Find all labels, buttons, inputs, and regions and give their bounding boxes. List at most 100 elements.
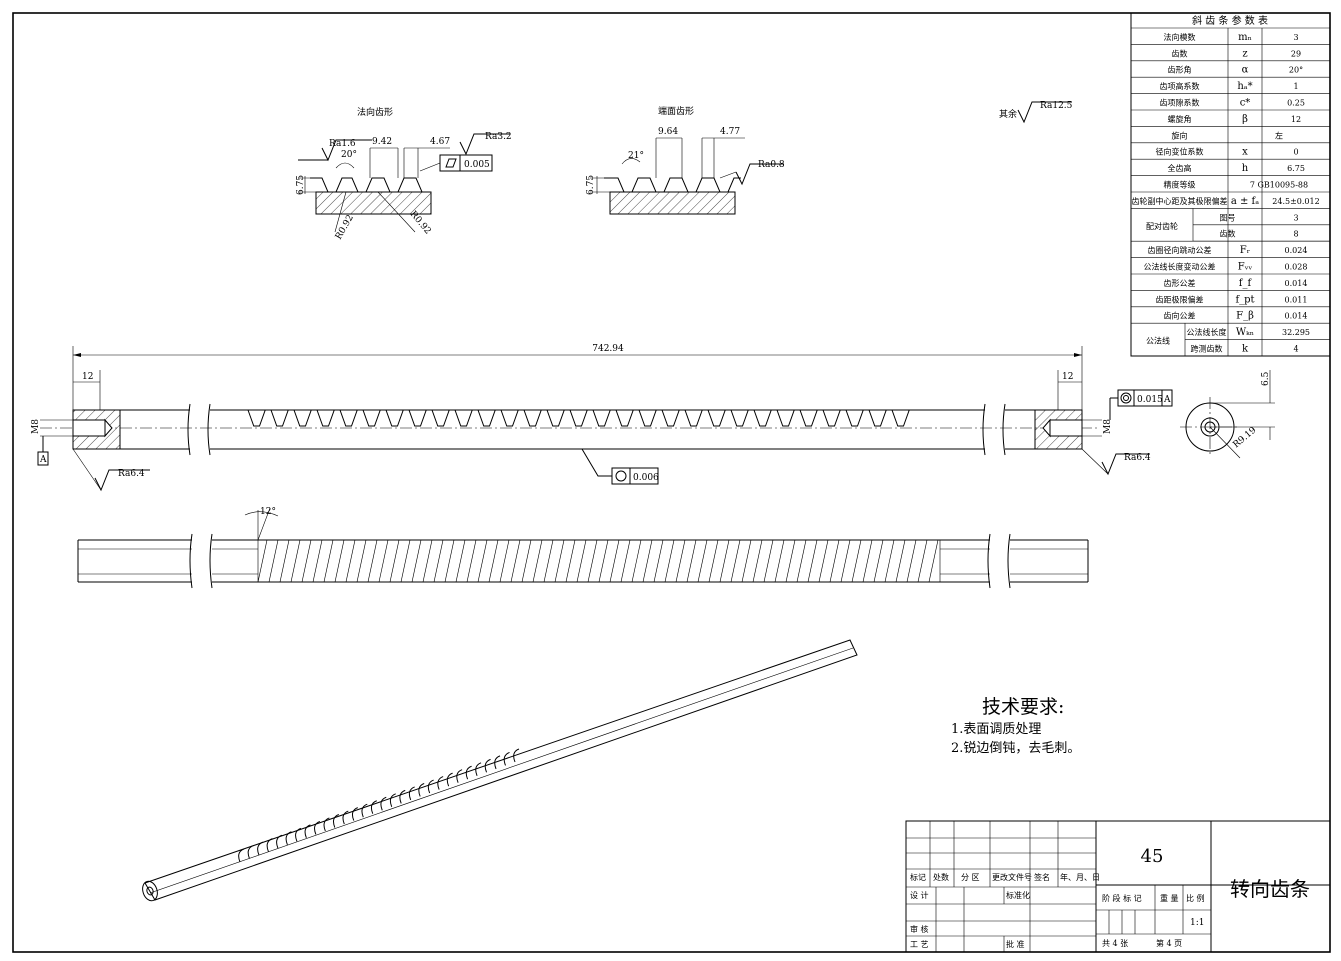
tb-sheets: 共 4 张 [1102,939,1128,948]
normal-tooth-width: 4.67 [430,137,450,147]
tolerance-symbol: F_β [1236,311,1254,322]
param-name: 法向模数 [1164,32,1196,42]
param-name: 全齿高 [1168,163,1192,173]
tb-weight: 重 量 [1160,893,1179,903]
param-value: 7 GB10095-88 [1250,181,1308,190]
left-end-length: 12 [82,372,93,382]
left-ra: Ra6.4 [118,469,145,479]
tolerance-name: 齿向公差 [1164,311,1196,321]
param-symbol: x [1242,147,1248,158]
right-end-length: 12 [1062,372,1073,382]
common-value: 4 [1293,345,1298,354]
tb-check: 审 核 [910,924,929,934]
tolerance-symbol: Fᵥᵥ [1238,262,1253,273]
param-value: 左 [1275,130,1283,140]
tb-doc: 更改文件号 [992,872,1032,882]
tolerance-value: 0.024 [1285,246,1308,255]
title-block: 标记 处数 分 区 更改文件号 签名 年、月、日 设 计 标准化 审 核 工 艺… [905,820,1331,953]
param-value: 20° [1289,66,1303,75]
side-radius: R9.19 [1232,425,1259,450]
common-name: 跨测齿数 [1191,344,1223,354]
param-symbol: mₙ [1238,32,1252,43]
tb-stage: 阶 段 标 记 [1102,893,1142,903]
technical-requirements: 技术要求: 1.表面调质处理 2.锐边倒钝，去毛刺。 [951,696,1080,756]
param-symbol: a ± fₐ [1231,196,1259,207]
circularity-tolerance: 0.006 [633,473,659,483]
tb-mark: 标记 [910,872,926,882]
mating-value: 3 [1293,213,1298,222]
param-symbol: α [1242,65,1249,76]
end-profile-title: 端面齿形 [658,105,694,117]
common-symbol: k [1242,344,1249,355]
param-symbol: c* [1240,98,1251,109]
normal-profile-title: 法向齿形 [357,106,393,118]
common-symbol: Wₖₙ [1236,327,1254,338]
tolerance-name: 齿形公差 [1164,278,1196,288]
sheet-border [12,12,1331,953]
left-hole-thread: M8 [31,419,41,434]
end-ra: Ra0.8 [758,160,785,170]
param-value: 0.25 [1287,99,1305,108]
runout-tolerance: 0.015 [1137,395,1163,405]
tb-process: 工 艺 [910,940,929,949]
param-value: 24.5±0.012 [1272,197,1319,206]
tb-zone: 分 区 [961,873,980,882]
tb-design: 设 计 [910,890,929,900]
tolerance-value: 0.014 [1285,279,1308,288]
param-value: 1 [1293,82,1298,91]
end-angle: 21° [628,151,644,161]
tolerance-symbol: f_pt [1235,294,1254,305]
helix-lines [257,539,941,583]
param-name: 螺旋角 [1168,114,1192,124]
tb-std: 标准化 [1006,890,1030,900]
mating-name: 图号 [1220,213,1236,222]
param-symbol: z [1242,48,1247,59]
tech-item-2: 2.锐边倒钝，去毛刺。 [951,741,1080,756]
tolerance-symbol: Fᵣ [1240,245,1250,256]
common-value: 32.295 [1282,328,1310,337]
param-name: 齿数 [1172,48,1188,58]
rack-teeth [247,409,915,427]
tb-material: 45 [1141,846,1164,867]
isometric-view [142,639,858,902]
tolerance-name: 公法线长度变动公差 [1144,262,1216,272]
param-value: 12 [1291,115,1301,124]
helix-angle: 12° [260,507,276,517]
tb-count: 处数 [933,872,949,882]
main-view: 742.94 12 12 M8 A Ra6. [31,344,1173,492]
top-view: 12° [77,507,1089,589]
param-name: 旋向 [1172,130,1188,140]
rest-roughness: 其余 Ra12.5 [999,101,1073,124]
param-value: 29 [1291,49,1301,58]
tech-title: 技术要求: [982,696,1064,718]
tolerance-value: 0.014 [1285,312,1308,321]
mating-label: 配对齿轮 [1146,221,1178,231]
param-name: 齿项隙系数 [1160,98,1200,108]
tb-ratio: 比 例 [1186,893,1205,903]
rest-label: 其余 [999,108,1017,120]
param-name: 齿项高系数 [1160,81,1200,91]
param-symbol: hₐ* [1237,81,1252,92]
right-ra: Ra6.4 [1124,453,1151,463]
tb-approve: 批 准 [1006,939,1025,949]
tb-sheet: 第 4 页 [1156,938,1182,948]
tolerance-name: 齿距极限偏差 [1156,294,1204,304]
end-profile: 端面齿形 6.75 9.64 4.77 21° Ra0.8 [586,105,785,215]
param-symbol: β [1242,114,1248,125]
datum-a: A [39,455,47,465]
right-hole-thread: M8 [1103,419,1113,434]
mating-name: 齿数 [1220,229,1236,239]
tech-item-1: 1.表面调质处理 [951,722,1041,737]
param-value: 6.75 [1287,164,1305,173]
param-name: 齿形角 [1168,65,1192,75]
normal-ra-left: Ra1.6 [329,139,356,149]
normal-angle: 20° [341,150,357,160]
normal-depth: 6.75 [296,175,306,195]
param-rows: 法向模数 mₙ 3 齿数 z 29 齿形角 α 20° 齿项高系数 hₐ* 1 齿项隙系数 c* 0.25 螺… [1131,27,1330,356]
tb-date: 年、月、日 [1060,872,1100,882]
param-name: 径向变位系数 [1156,147,1204,157]
mating-value: 8 [1293,230,1298,239]
tb-sign: 签名 [1034,872,1050,882]
